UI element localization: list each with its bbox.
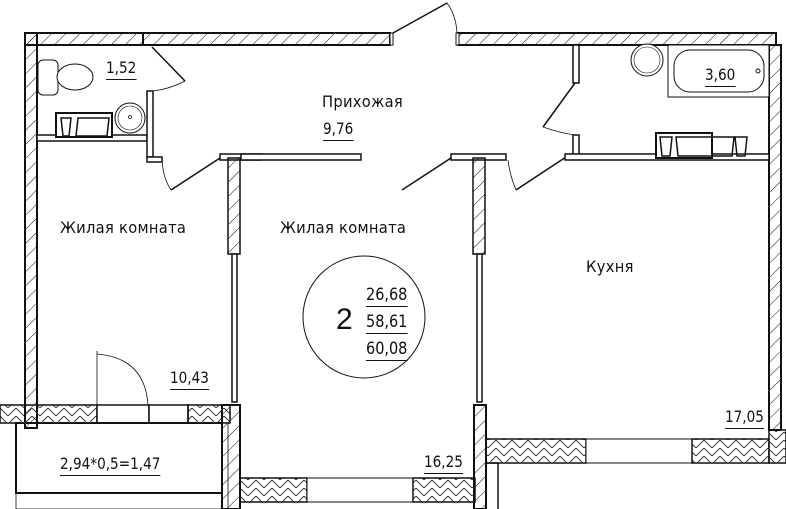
apartment-number: 2 <box>336 303 353 336</box>
balcony-area: 2,94*0,5=1,47 <box>60 456 161 476</box>
bathroom-walls <box>542 43 770 161</box>
hallway-walls <box>161 153 567 403</box>
kitchen-name: Кухня <box>586 257 634 276</box>
living-room-1-area: 10,43 <box>170 370 209 390</box>
summary-circle <box>302 255 426 379</box>
bathroom-area: 3,60 <box>705 67 736 87</box>
bottom-walls <box>0 351 786 509</box>
hallway-name: Прихожая <box>322 92 404 111</box>
wc-area: 1,52 <box>106 60 137 80</box>
living-room-2-name: Жилая комната <box>280 218 407 237</box>
living-room-2-area: 16,25 <box>424 454 463 474</box>
hallway-area: 9,76 <box>323 121 354 141</box>
entrance-door <box>389 2 460 46</box>
total-area: 58,61 <box>366 312 408 334</box>
living-room-1-name: Жилая комната <box>60 218 187 237</box>
total-area-with-balcony: 60,08 <box>366 339 408 361</box>
wc-walls <box>36 46 186 163</box>
kitchen-area: 17,05 <box>725 409 764 429</box>
living-area-total: 26,68 <box>366 285 408 307</box>
